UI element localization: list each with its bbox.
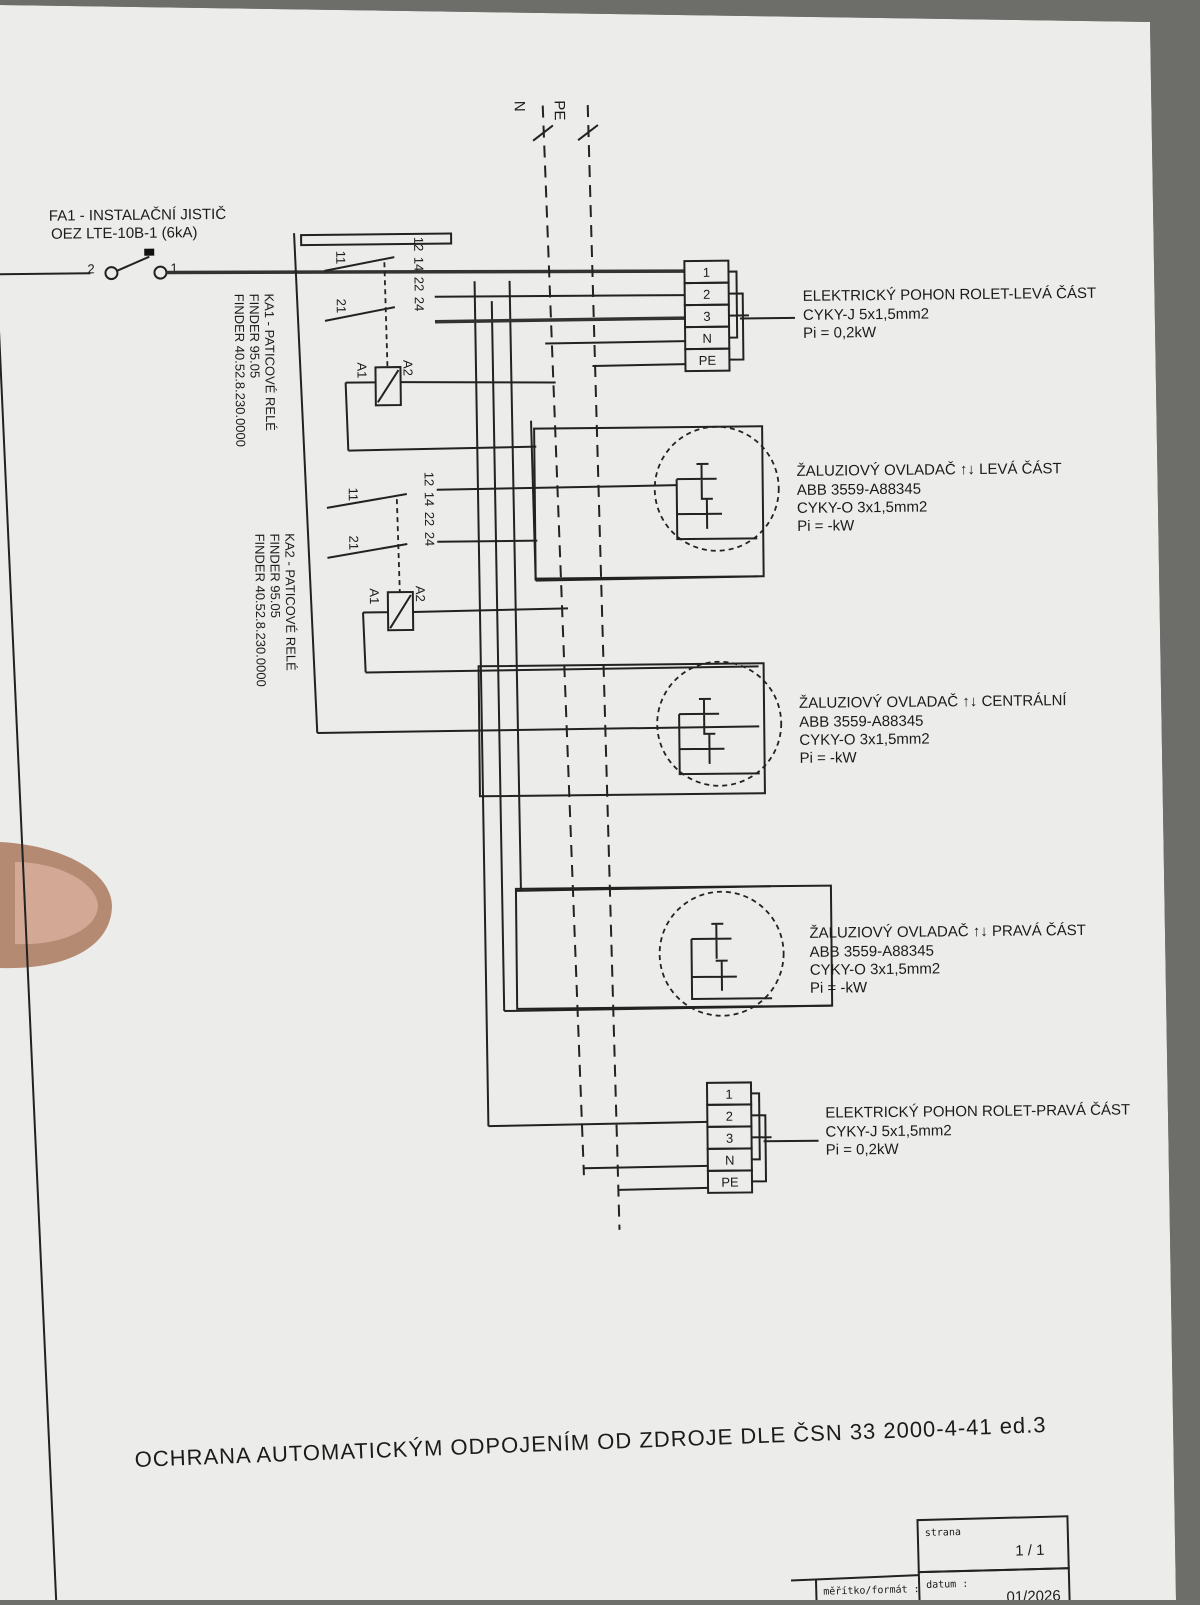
- breaker-model: OEZ LTE-10B-1 (6kA): [51, 224, 198, 243]
- svg-text:Pi = -kW: Pi = -kW: [810, 979, 868, 997]
- breaker-pin2: 2: [87, 261, 94, 276]
- svg-text:CYKY-J 5x1,5mm2: CYKY-J 5x1,5mm2: [803, 306, 929, 324]
- relay-ka1-model: FINDER 40.52.8.230.0000: [232, 294, 249, 447]
- svg-text:21: 21: [346, 535, 361, 550]
- terminal-label: 3: [703, 309, 710, 324]
- svg-text:ELEKTRICKÝ POHON ROLET-PRAVÁ Č: ELEKTRICKÝ POHON ROLET-PRAVÁ ČÁST: [825, 1101, 1130, 1121]
- svg-text:CYKY-O 3x1,5mm2: CYKY-O 3x1,5mm2: [810, 960, 940, 978]
- svg-text:24: 24: [422, 532, 437, 547]
- svg-text:11: 11: [346, 487, 361, 501]
- svg-text:11: 11: [333, 251, 348, 265]
- svg-text:A2: A2: [400, 360, 415, 376]
- svg-text:CYKY-O 3x1,5mm2: CYKY-O 3x1,5mm2: [799, 731, 929, 749]
- terminal-label: 2: [726, 1109, 733, 1124]
- terminal-label: PE: [699, 353, 717, 368]
- terminal-label: 2: [703, 287, 710, 302]
- svg-text:A1: A1: [354, 362, 369, 378]
- date-value: 01/2026: [1006, 1587, 1061, 1600]
- page-label: strana: [925, 1527, 961, 1539]
- svg-text:ABB 3559-A88345: ABB 3559-A88345: [797, 481, 921, 499]
- svg-text:22: 22: [422, 512, 437, 527]
- svg-text:22: 22: [412, 277, 427, 292]
- svg-text:14: 14: [411, 257, 426, 272]
- svg-text:CYKY-J 5x1,5mm2: CYKY-J 5x1,5mm2: [825, 1122, 951, 1140]
- svg-text:Pi = -kW: Pi = -kW: [797, 517, 855, 535]
- relay-ka2-name: KA2 - PATICOVÉ RELÉ: [282, 533, 298, 671]
- svg-text:14: 14: [422, 492, 437, 507]
- svg-text:CYKY-O 3x1,5mm2: CYKY-O 3x1,5mm2: [797, 499, 927, 517]
- terminal-label: N: [725, 1153, 735, 1168]
- relay-ka2-model: FINDER 40.52.8.230.0000: [252, 533, 269, 686]
- relay-ka1-type: FINDER 95.05: [247, 294, 263, 379]
- svg-text:Pi = -kW: Pi = -kW: [799, 749, 857, 767]
- terminal-label: 1: [725, 1087, 732, 1102]
- scale-label: měřítko/formát :: [823, 1583, 920, 1598]
- svg-text:12: 12: [411, 237, 426, 252]
- relay-ka2-type: FINDER 95.05: [267, 533, 283, 618]
- svg-text:A1: A1: [367, 588, 382, 604]
- svg-text:12: 12: [422, 472, 437, 487]
- terminal-label: 3: [726, 1131, 733, 1146]
- svg-text:Pi = 0,2kW: Pi = 0,2kW: [826, 1141, 900, 1159]
- breaker-title: FA1 - INSTALAČNÍ JISTIČ: [49, 206, 227, 225]
- bus-pe-label: PE: [551, 100, 568, 120]
- terminal-label: 1: [703, 265, 710, 280]
- paper-sheet: [0, 5, 1176, 1600]
- relay-ka1-name: KA1 - PATICOVÉ RELÉ: [262, 293, 278, 431]
- breaker-handle: [144, 249, 154, 256]
- svg-text:24: 24: [412, 297, 427, 312]
- svg-text:A2: A2: [413, 586, 428, 602]
- svg-text:ELEKTRICKÝ POHON ROLET-LEVÁ ČÁ: ELEKTRICKÝ POHON ROLET-LEVÁ ČÁST: [803, 285, 1097, 305]
- bus-n-label: N: [511, 101, 528, 112]
- svg-text:ŽALUZIOVÝ OVLADAČ ↑↓ PRAVÁ ČÁS: ŽALUZIOVÝ OVLADAČ ↑↓ PRAVÁ ČÁST: [809, 922, 1086, 942]
- svg-text:Pi = 0,2kW: Pi = 0,2kW: [803, 324, 877, 342]
- svg-text:ŽALUZIOVÝ OVLADAČ ↑↓ CENTRÁLNÍ: ŽALUZIOVÝ OVLADAČ ↑↓ CENTRÁLNÍ: [799, 692, 1068, 712]
- page-value: 1 / 1: [1015, 1542, 1045, 1560]
- terminal-label: PE: [721, 1175, 739, 1190]
- terminal-label: N: [702, 331, 712, 346]
- svg-text:21: 21: [334, 299, 349, 314]
- svg-text:ŽALUZIOVÝ OVLADAČ ↑↓ LEVÁ ČÁST: ŽALUZIOVÝ OVLADAČ ↑↓ LEVÁ ČÁST: [796, 460, 1061, 480]
- svg-text:ABB 3559-A88345: ABB 3559-A88345: [810, 943, 934, 961]
- svg-text:ABB 3559-A88345: ABB 3559-A88345: [799, 713, 923, 731]
- date-label: datum :: [926, 1579, 968, 1591]
